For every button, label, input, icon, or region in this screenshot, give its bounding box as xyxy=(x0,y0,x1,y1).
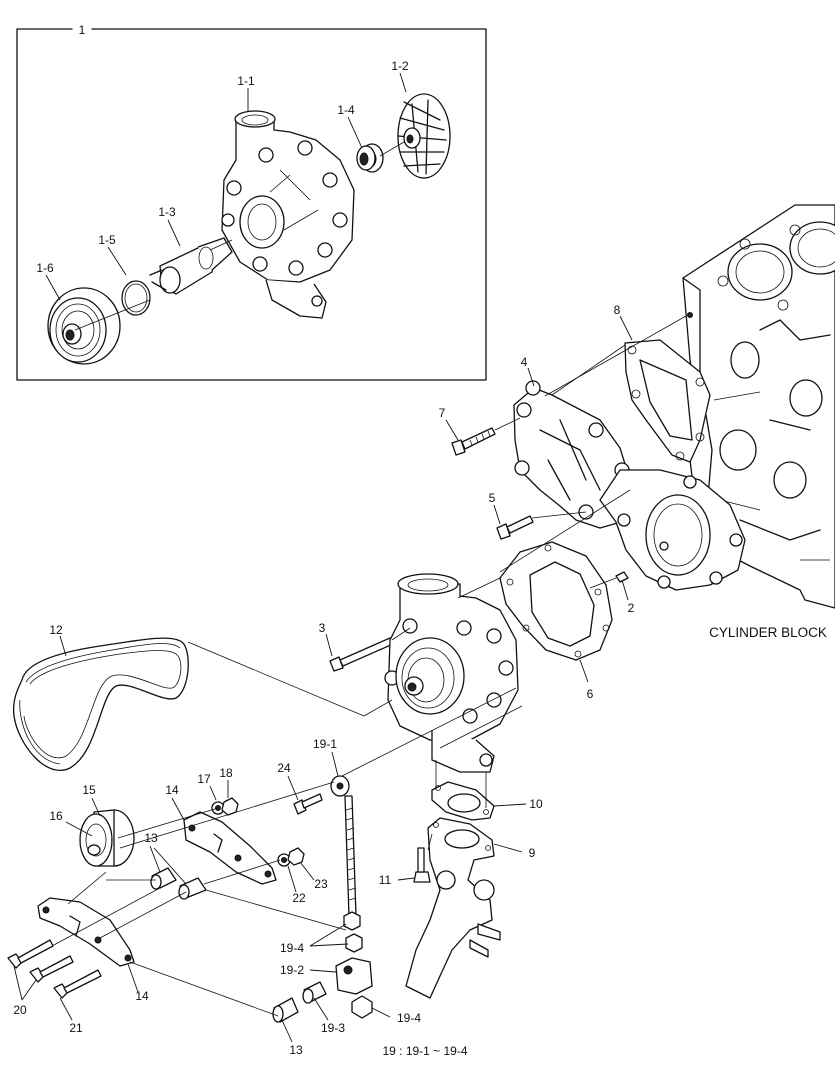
dowel-pin xyxy=(615,571,629,583)
callout-leaders xyxy=(13,315,633,1043)
assembly-note: 19 : 19-1 ~ 19-4 xyxy=(382,1044,467,1058)
impeller xyxy=(397,93,451,179)
callout-19-1: 19-1 xyxy=(313,737,337,751)
callout-1-3: 1-3 xyxy=(158,205,176,219)
callout-10: 10 xyxy=(529,797,543,811)
callout-4: 4 xyxy=(521,355,528,369)
callout-6: 6 xyxy=(587,687,594,701)
callout-24: 24 xyxy=(277,761,291,775)
callout-2: 2 xyxy=(628,601,635,615)
callout-13-lower: 13 xyxy=(289,1043,303,1057)
bolt-11 xyxy=(413,847,431,883)
bolt-5 xyxy=(496,515,534,540)
rod-nuts-block xyxy=(335,911,373,1019)
callout-20: 20 xyxy=(13,1003,27,1017)
callout-1-1: 1-1 xyxy=(237,74,255,88)
callout-19-4-upper: 19-4 xyxy=(280,941,304,955)
callout-labels: 1 1-1 1-2 1-4 1-3 1-5 1-6 8 4 7 5 2 3 12… xyxy=(13,23,827,1058)
detail-leaders xyxy=(45,72,407,331)
callout-18: 18 xyxy=(219,766,233,780)
elbow-gasket xyxy=(431,781,495,821)
bolt-24 xyxy=(293,793,323,815)
callout-14-lower: 14 xyxy=(135,989,149,1003)
callout-8: 8 xyxy=(614,303,621,317)
callout-9: 9 xyxy=(529,846,536,860)
callout-1-4: 1-4 xyxy=(337,103,355,117)
shaft-bearing xyxy=(149,237,233,295)
idler-bracket-lower xyxy=(37,897,135,967)
callout-7: 7 xyxy=(439,406,446,420)
callout-19-3: 19-3 xyxy=(321,1021,345,1035)
callout-14-upper: 14 xyxy=(165,783,179,797)
water-pump-assembly xyxy=(384,573,519,773)
bolts-20-21 xyxy=(7,939,102,999)
callout-1-6: 1-6 xyxy=(36,261,54,275)
callout-16: 16 xyxy=(49,809,63,823)
callout-13-upper: 13 xyxy=(144,831,158,845)
mechanical-seal xyxy=(356,143,384,173)
v-belt xyxy=(12,637,189,771)
callout-21: 21 xyxy=(69,1021,83,1035)
assembly-leaders xyxy=(51,315,687,1017)
callout-19-2: 19-2 xyxy=(280,963,304,977)
adjusting-rod xyxy=(330,775,357,917)
water-elbow xyxy=(405,817,501,999)
callout-12: 12 xyxy=(49,623,63,637)
callout-19-4-lower: 19-4 xyxy=(397,1011,421,1025)
callout-23: 23 xyxy=(314,877,328,891)
snap-ring xyxy=(121,280,151,316)
idler-bracket-upper xyxy=(183,811,277,885)
callout-5: 5 xyxy=(489,491,496,505)
callout-1: 1 xyxy=(79,23,86,37)
pump-body-detail xyxy=(221,110,355,319)
callout-15: 15 xyxy=(82,783,96,797)
bolt-3 xyxy=(329,637,394,672)
bolt-7 xyxy=(451,427,496,456)
gasket-lower xyxy=(499,541,613,661)
callout-3: 3 xyxy=(319,621,326,635)
callout-1-5: 1-5 xyxy=(98,233,116,247)
pump-detail-box xyxy=(16,28,487,381)
callout-22: 22 xyxy=(292,891,306,905)
idler-pulley xyxy=(79,809,135,867)
callout-17: 17 xyxy=(197,772,211,786)
pump-housing xyxy=(513,380,746,591)
callout-11: 11 xyxy=(379,873,392,887)
callout-1-2: 1-2 xyxy=(391,59,409,73)
gasket-upper xyxy=(624,339,711,463)
cylinder-block-label: CYLINDER BLOCK xyxy=(709,625,827,640)
